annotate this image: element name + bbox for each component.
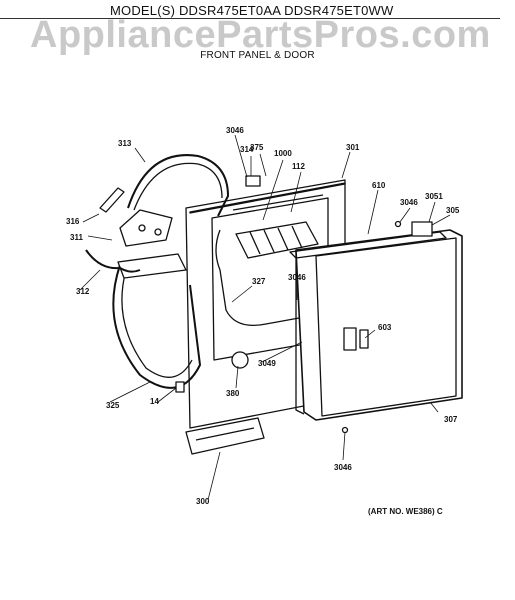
drum-lamp-part[interactable] [235,221,319,259]
callout-14: 14 [150,397,159,406]
callout-313: 313 [118,139,132,148]
callout-3046: 3046 [288,273,306,282]
plug-part[interactable] [175,381,185,393]
callout-3046: 3046 [226,126,244,135]
callout-300: 300 [196,497,210,506]
bulkhead-part[interactable] [119,154,229,247]
callout-312: 312 [76,287,90,296]
header-rule [0,18,500,19]
section-title: FRONT PANEL & DOOR [200,50,315,61]
callout-112: 112 [292,162,305,171]
door-part[interactable] [295,229,463,421]
callout-305: 305 [446,206,460,215]
callout-labels: 313 3046 314 375 1000 112 301 610 3046 3… [66,126,460,506]
kick-panel-part[interactable] [185,417,265,455]
leader-lines [79,134,451,501]
seal-part[interactable] [99,187,125,213]
callout-3049: 3049 [258,359,276,368]
knob-part[interactable] [231,351,249,369]
wire-harness-part[interactable] [85,249,141,273]
callout-325: 325 [106,401,120,410]
diagram-header: MODEL(S) DDSR475ET0AA DDSR475ET0WW Appli… [0,0,515,62]
screw-part[interactable] [341,426,349,434]
callout-3051: 3051 [425,192,443,201]
callout-307: 307 [444,415,458,424]
callout-311: 311 [70,233,83,242]
callout-603: 603 [378,323,392,332]
callout-3046: 3046 [400,198,418,207]
art-number: (ART NO. WE386) C [368,507,443,516]
gasket-part[interactable] [289,231,447,259]
callout-316: 316 [66,217,80,226]
callout-3046: 3046 [334,463,352,472]
callout-1000: 1000 [274,149,292,158]
watermark: AppliancePartsPros.com [30,14,491,56]
model-numbers: MODEL(S) DDSR475ET0AA DDSR475ET0WW [110,3,394,18]
callout-380: 380 [226,389,240,398]
screw-part[interactable] [394,220,402,228]
hinge-part[interactable] [411,221,433,237]
callout-375: 375 [250,143,264,152]
switch-part[interactable] [245,175,261,187]
callout-610: 610 [372,181,386,190]
callout-301: 301 [346,143,360,152]
callout-314: 314 [240,145,254,154]
callout-327: 327 [252,277,266,286]
